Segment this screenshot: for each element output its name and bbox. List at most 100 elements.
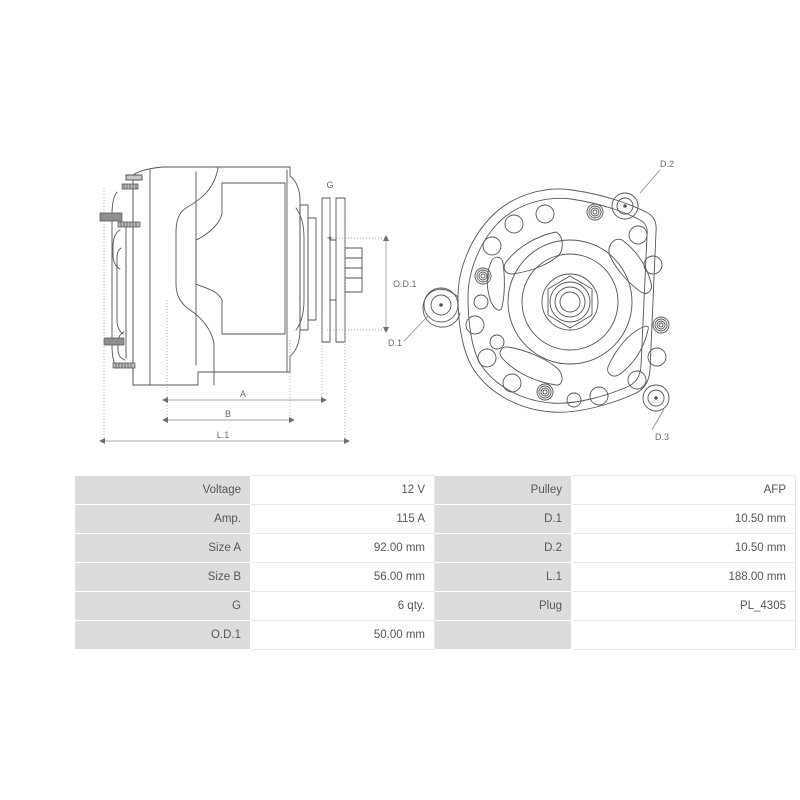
label-od1: O.D.1 xyxy=(393,279,417,289)
mount-hole-d1-outer xyxy=(430,294,452,316)
leader-line-d1 xyxy=(403,315,429,342)
specification-table-body: Voltage 12 V Pulley AFP Amp. 115 A D.1 1… xyxy=(74,475,796,650)
spec-key: O.D.1 xyxy=(74,620,251,650)
table-row: O.D.1 50.00 mm xyxy=(74,620,796,650)
spec-key: Plug xyxy=(434,591,572,621)
spec-key: D.2 xyxy=(434,533,572,563)
through-bolt-group xyxy=(474,203,670,401)
table-row: Size A 92.00 mm D.2 10.50 mm xyxy=(74,533,796,563)
spec-key: Size B xyxy=(74,562,251,592)
vent-hole-group-outer xyxy=(465,204,667,406)
fan-slot-3 xyxy=(607,325,649,377)
rib-group-bottom xyxy=(112,362,136,369)
fan-slot-2 xyxy=(608,238,652,294)
side-view-dimensions xyxy=(99,188,390,444)
rear-detail-3 xyxy=(117,331,126,361)
spec-value: 92.00 mm xyxy=(250,533,435,563)
table-row: G 6 qty. Plug PL_4305 xyxy=(74,591,796,621)
spec-key: Voltage xyxy=(74,475,251,505)
front-view-leaders xyxy=(403,169,665,431)
fan-hub-ring xyxy=(521,253,619,351)
mount-hole-d2 xyxy=(616,197,634,215)
spec-value: 188.00 mm xyxy=(571,562,796,592)
leader-line-d2 xyxy=(639,169,661,194)
drawings-svg: A B L.1 G O.D.1 xyxy=(99,159,674,444)
label-d2: D.2 xyxy=(660,159,674,169)
fan-center-plate xyxy=(507,239,633,365)
alternator-side-view xyxy=(99,166,363,386)
spec-value: 50.00 mm xyxy=(250,620,435,650)
shaft-hex-nut xyxy=(547,275,593,329)
spec-value: 12 V xyxy=(250,475,435,505)
spec-value-empty xyxy=(571,620,796,650)
table-row: Size B 56.00 mm L.1 188.00 mm xyxy=(74,562,796,592)
casting-contour xyxy=(175,167,219,386)
rear-detail-2 xyxy=(116,247,124,335)
terminal-block-lower xyxy=(103,337,125,346)
fan-profile xyxy=(295,207,305,331)
fan-slot-group xyxy=(486,231,652,386)
label-d3: D.3 xyxy=(655,432,669,442)
mount-boss-d2-outer xyxy=(611,192,639,220)
spec-key: G xyxy=(74,591,251,621)
table-row: Amp. 115 A D.1 10.50 mm xyxy=(74,504,796,534)
leader-dot-g xyxy=(328,236,332,240)
shaft-nut xyxy=(344,247,363,293)
shaft-bore xyxy=(559,291,581,313)
pulley-backplate xyxy=(299,204,309,331)
through-bolt-left xyxy=(474,267,492,285)
pulley-groove-lines xyxy=(329,239,337,301)
through-bolt-right xyxy=(652,316,670,334)
pulley-spacer xyxy=(307,217,317,321)
mount-boss-d3-outer xyxy=(642,384,670,412)
leader-line-d3 xyxy=(651,408,665,431)
through-bolt-bottom xyxy=(536,383,554,401)
specification-table-container: Voltage 12 V Pulley AFP Amp. 115 A D.1 1… xyxy=(74,475,796,650)
specification-table: Voltage 12 V Pulley AFP Amp. 115 A D.1 1… xyxy=(74,475,796,650)
spec-value: 115 A xyxy=(250,504,435,534)
spec-key: Amp. xyxy=(74,504,251,534)
mount-ear-left-circle xyxy=(423,287,459,323)
spec-key: Pulley xyxy=(434,475,572,505)
spec-value: 56.00 mm xyxy=(250,562,435,592)
mount-ear-left xyxy=(422,288,461,328)
rib-group-upper xyxy=(117,221,141,228)
front-housing-outline xyxy=(457,188,657,413)
spec-value: PL_4305 xyxy=(571,591,796,621)
spec-key: D.1 xyxy=(434,504,572,534)
top-boss xyxy=(125,174,143,181)
terminal-block-upper xyxy=(99,212,123,222)
mount-hole-d3 xyxy=(647,389,665,407)
shaft-thread-lines xyxy=(344,257,363,279)
alternator-front-view xyxy=(422,188,670,413)
label-g: G xyxy=(326,180,333,190)
spec-value: AFP xyxy=(571,475,796,505)
fan-slot-5 xyxy=(486,256,505,311)
label-a: A xyxy=(240,389,246,399)
spec-value: 6 qty. xyxy=(250,591,435,621)
table-row: Voltage 12 V Pulley AFP xyxy=(74,475,796,505)
drive-end-bracket-profile xyxy=(195,182,286,335)
side-housing-outline xyxy=(132,166,301,386)
spec-value: 10.50 mm xyxy=(571,504,796,534)
mount-hole-d3-center xyxy=(654,396,658,400)
rib-group-top xyxy=(121,183,139,190)
shaft-ring-inner xyxy=(554,286,586,318)
vent-hole-group-inner xyxy=(473,294,582,408)
rear-cover-outline xyxy=(111,191,118,369)
label-d1: D.1 xyxy=(388,338,402,348)
fan-slot-4 xyxy=(499,346,563,386)
mount-hole-d2-center xyxy=(623,204,627,208)
spec-key: Size A xyxy=(74,533,251,563)
label-b: B xyxy=(225,409,231,419)
technical-drawings-area: A B L.1 G O.D.1 xyxy=(99,159,674,444)
label-l1: L.1 xyxy=(217,430,230,440)
spec-key: L.1 xyxy=(434,562,572,592)
through-bolt-top xyxy=(586,203,604,221)
shaft-ring-outer xyxy=(541,273,599,331)
spec-value: 10.50 mm xyxy=(571,533,796,563)
pulley-flange-right xyxy=(335,197,346,343)
fan-slot-1 xyxy=(503,231,563,275)
front-housing-inner-edge xyxy=(467,197,648,404)
